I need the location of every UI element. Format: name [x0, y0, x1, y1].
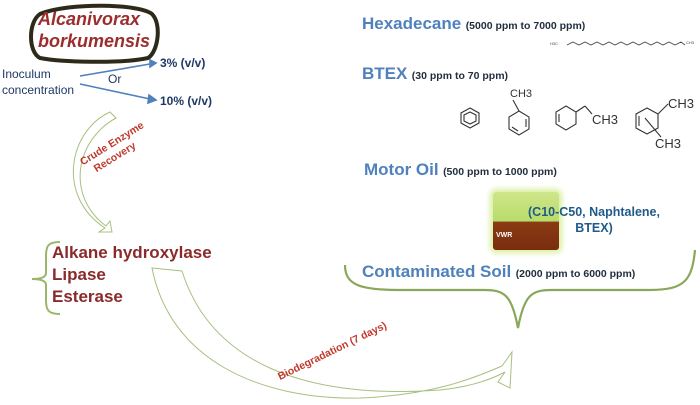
arrow-to-10-percent: [79, 83, 158, 105]
inoculum-label-line1: Inoculum: [2, 67, 51, 81]
benzene-structure: [460, 107, 480, 129]
arrow-to-3-percent: [79, 58, 158, 77]
soil-brace: [343, 249, 697, 329]
contaminant-range: (2000 ppm to 6000 ppm): [515, 268, 636, 280]
motor-oil-beaker-image: [493, 192, 559, 250]
contaminant-hexadecane: Hexadecane (5000 ppm to 7000 ppm): [362, 14, 585, 34]
or-label: Or: [108, 72, 122, 86]
contaminant-name: Motor Oil: [364, 160, 439, 179]
beaker-label: VWR: [496, 232, 513, 239]
xylene-methyl-label-2: CH3: [655, 136, 682, 151]
curved-arrow-enzyme-recovery: [72, 111, 117, 233]
motor-oil-description: (C10-C50, Naphtalene, BTEX): [528, 204, 660, 236]
contaminant-motor-oil: Motor Oil (500 ppm to 1000 ppm): [364, 160, 557, 180]
species-name: Alcanivorax borkumensis: [30, 8, 156, 58]
contaminant-name: BTEX: [362, 64, 408, 83]
enzyme-list: Alkane hydroxylase Lipase Esterase: [52, 242, 212, 308]
contaminant-range: (500 ppm to 1000 ppm): [443, 166, 557, 178]
hexadecane-left-group: H3C: [550, 41, 559, 46]
xylene-methyl-label-1: CH3: [668, 96, 695, 111]
contaminant-range: (30 ppm to 70 ppm): [411, 70, 509, 82]
contaminant-name: Contaminated Soil: [362, 262, 512, 281]
species-epithet: borkumensis: [38, 31, 151, 51]
enzyme-item: Esterase: [52, 287, 123, 306]
contaminant-name: Hexadecane: [362, 14, 462, 33]
motor-oil-desc-line2: BTEX): [575, 221, 613, 235]
option-3-percent: 3% (v/v): [160, 56, 206, 70]
ethyl-methyl-label: CH3: [592, 112, 619, 127]
enzyme-item: Alkane hydroxylase: [52, 243, 212, 262]
motor-oil-desc-line1: (C10-C50, Naphtalene,: [528, 205, 660, 219]
option-10-percent: 10% (v/v): [160, 94, 213, 108]
toluene-methyl-label: CH3: [510, 88, 533, 100]
inoculum-label-line2: concentration: [2, 83, 75, 97]
toluene-structure: [508, 99, 530, 136]
hexadecane-right-group: CH3: [686, 40, 695, 45]
xylene-structure: [635, 103, 669, 138]
hexadecane-chain: [566, 41, 686, 46]
species-genus: Alcanivorax: [38, 9, 141, 29]
ethylbenzene-structure: [555, 105, 593, 131]
inoculum-label: Inoculum concentration: [2, 66, 74, 98]
contaminant-btex: BTEX (30 ppm to 70 ppm): [362, 64, 508, 84]
curved-arrow-biodegradation: [151, 267, 513, 399]
enzyme-item: Lipase: [52, 265, 106, 284]
contaminant-soil: Contaminated Soil (2000 ppm to 6000 ppm): [362, 262, 635, 282]
enzyme-bracket: [31, 241, 61, 315]
species-outline: [29, 3, 160, 64]
contaminant-range: (5000 ppm to 7000 ppm): [465, 20, 586, 32]
